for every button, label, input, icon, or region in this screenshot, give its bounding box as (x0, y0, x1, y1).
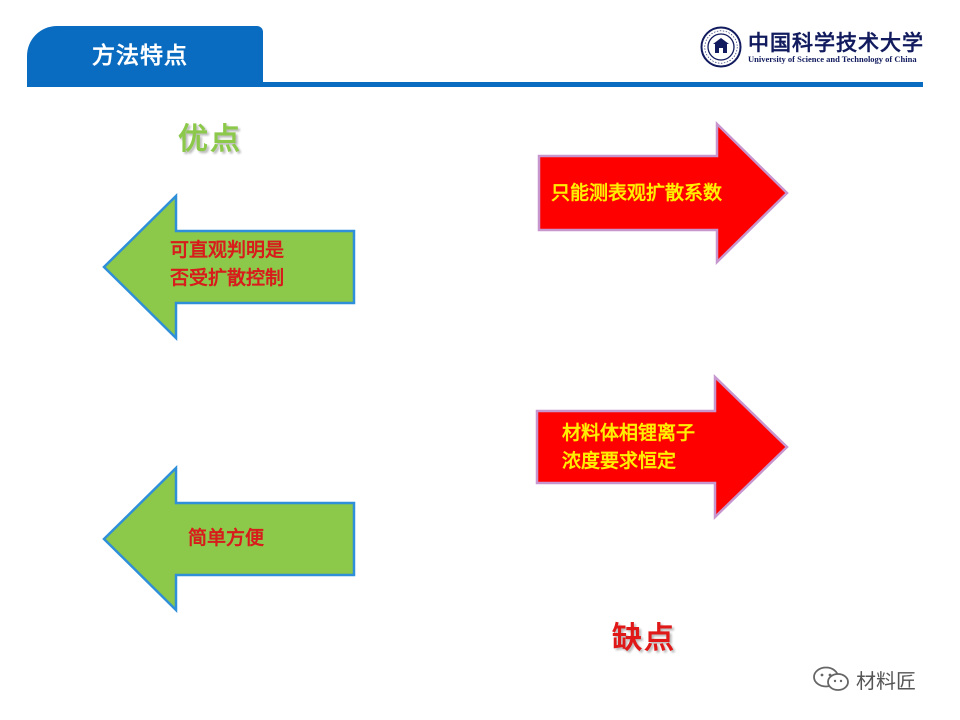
right-arrow-shape (535, 374, 789, 520)
cons-heading: 缺点 (612, 621, 676, 656)
watermark-text: 材料匠 (856, 668, 916, 693)
disadvantage-arrow-2: 材料体相锂离子 浓度要求恒定 (535, 374, 789, 520)
watermark: 材料匠 (812, 666, 916, 693)
advantage-1-line-2: 否受扩散控制 (170, 267, 285, 289)
pros-heading: 优点 (178, 122, 242, 157)
advantage-2-line-1: 简单方便 (188, 527, 265, 549)
wechat-icon (813, 666, 849, 691)
university-logo: 中国科学技术大学 University of Science and Techn… (700, 24, 925, 72)
left-arrow-shape (102, 193, 356, 341)
slide-title: 方法特点 (92, 43, 188, 69)
advantage-arrow-2: 简单方便 (102, 465, 357, 613)
header-rule (27, 82, 923, 87)
disadvantage-1-line-1: 只能测表观扩散系数 (551, 182, 723, 204)
university-name-en: University of Science and Technology of … (748, 54, 917, 64)
left-arrow-shape (102, 465, 356, 613)
disadvantage-2-line-2: 浓度要求恒定 (562, 450, 677, 472)
university-seal-icon (700, 26, 742, 68)
header-tab (27, 26, 263, 84)
advantage-1-line-1: 可直观判明是 (170, 239, 285, 261)
university-name-cn: 中国科学技术大学 (748, 30, 924, 55)
right-arrow-shape (537, 121, 789, 265)
advantage-arrow-1: 可直观判明是 否受扩散控制 (102, 193, 357, 341)
disadvantage-2-line-1: 材料体相锂离子 (562, 422, 696, 444)
disadvantage-arrow-1: 只能测表观扩散系数 (537, 121, 789, 265)
